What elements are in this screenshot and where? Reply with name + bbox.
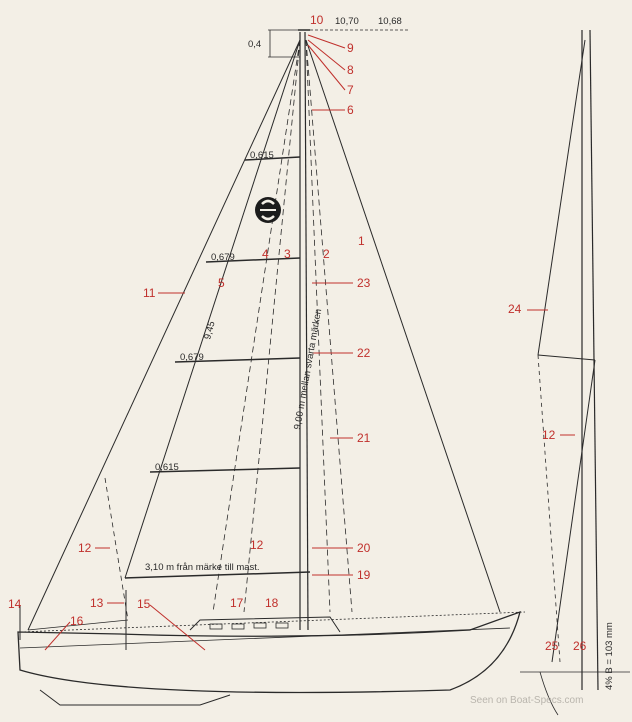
callout-25: 24	[508, 302, 522, 316]
cap-shroud	[305, 39, 331, 613]
dim-spreader-3: 0,679	[180, 352, 204, 363]
callout-8: 8	[347, 63, 354, 77]
callout-5: 5	[218, 276, 225, 290]
callout-6: 6	[347, 103, 354, 117]
callout-26: 25	[545, 639, 559, 653]
callout-11: 11	[143, 286, 156, 300]
dim-spreader-4: 0,615	[155, 462, 179, 473]
dim-spreader-1: 0,615	[250, 150, 274, 161]
genoa-leech	[104, 477, 129, 621]
callout-21: 20	[357, 541, 371, 555]
class-logo-icon	[255, 197, 281, 223]
callout-16: 15	[137, 597, 151, 611]
callout-15: 14	[8, 597, 22, 611]
spreader-4	[149, 467, 301, 473]
sheer-line	[19, 627, 511, 649]
callout-20: 19	[357, 568, 371, 582]
inner-forestay	[212, 39, 301, 613]
callout-3: 3	[284, 247, 291, 261]
callout-17: 16	[70, 614, 84, 628]
dim-forestay: 9,45	[202, 320, 217, 341]
port-2	[231, 623, 245, 630]
callout-1: 1	[358, 234, 365, 248]
callout-12: 12	[250, 538, 264, 552]
leader-7	[307, 44, 346, 91]
callout-12-profile: 12	[542, 428, 556, 442]
dim-mast-section: 4% B = 103 mm	[604, 622, 615, 690]
callout-9: 9	[347, 41, 354, 55]
callout-24: 23	[357, 276, 371, 290]
callout-22: 21	[357, 431, 371, 445]
leader-16	[149, 604, 206, 651]
lower-shroud-fwd	[243, 39, 301, 613]
lower-shroud-aft	[305, 39, 353, 613]
callout-13: 12	[78, 541, 92, 555]
jib-luff	[124, 39, 301, 579]
profile-upper-stay	[537, 39, 586, 356]
backstay	[305, 39, 501, 613]
dim-mast-marks: 9,00 m mellan svarta märken	[292, 308, 324, 431]
leader-17	[44, 621, 71, 651]
hull	[17, 610, 521, 694]
watermark: Seen on Boat-Specs.com	[470, 695, 583, 706]
dim-spreader-2: 0,679	[211, 252, 235, 263]
callout-27: 26	[573, 639, 587, 653]
mast-back	[304, 31, 309, 631]
leader-8	[307, 39, 346, 71]
callout-4: 4	[262, 247, 269, 261]
callout-10: 10	[310, 13, 324, 27]
profile-lower-stay	[537, 354, 561, 663]
profile-hull-curve	[539, 671, 559, 716]
spreader-3	[174, 357, 301, 363]
keel	[39, 689, 231, 706]
callout-18: 17	[230, 596, 244, 610]
callout-19: 18	[265, 596, 279, 610]
spreader-1	[244, 156, 301, 161]
profile-spreader	[537, 354, 596, 361]
profile-diag	[551, 359, 596, 663]
leader-9	[307, 34, 346, 49]
callout-7: 7	[347, 83, 354, 97]
deck-line	[19, 611, 526, 633]
dim-masthead-b: 10,68	[378, 16, 402, 27]
callout-14: 13	[90, 596, 104, 610]
spreader-2	[205, 257, 301, 263]
port-3	[253, 622, 267, 629]
boom	[124, 571, 311, 579]
dim-masthead-a: 10,70	[335, 16, 359, 27]
genoa-luff	[27, 39, 301, 631]
genoa-foot	[27, 619, 129, 631]
callout-2: 2	[323, 247, 330, 261]
port-4	[275, 622, 289, 629]
port-1	[209, 623, 223, 630]
dim-crane-offset: 0,4	[248, 39, 261, 50]
cabin-top	[189, 616, 341, 633]
callout-23: 22	[357, 346, 371, 360]
dim-boom-marks: 3,10 m från märke till mast.	[145, 562, 260, 573]
